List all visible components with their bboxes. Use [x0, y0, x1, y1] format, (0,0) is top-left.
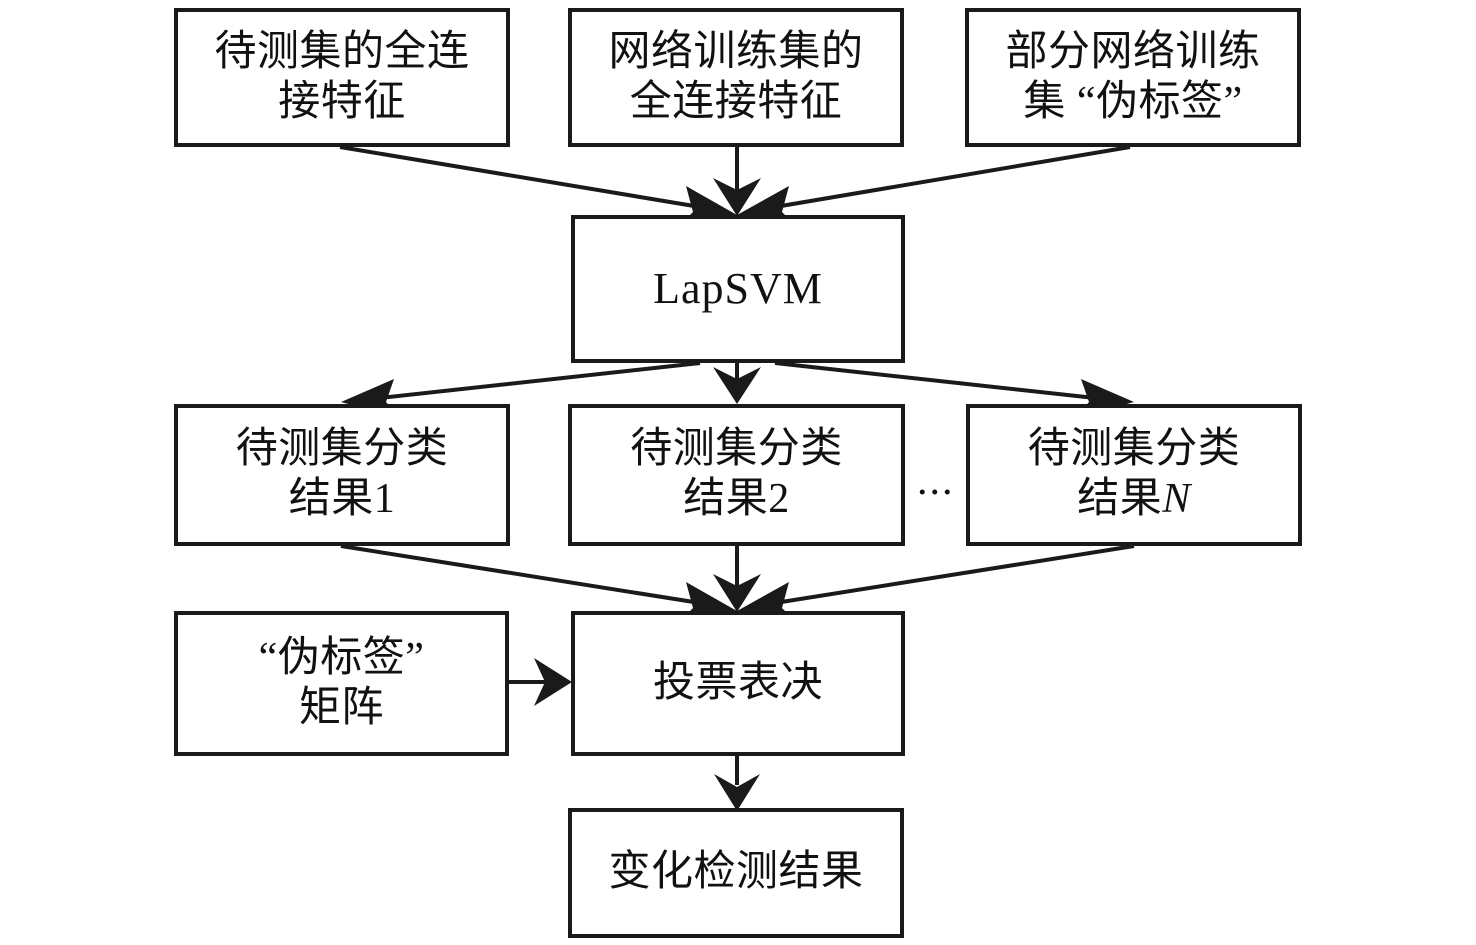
- node-pseudo-label-matrix[interactable]: “伪标签” 矩阵: [174, 611, 509, 756]
- node-label: 待测集的全连 接特征: [214, 28, 470, 125]
- node-label-line2-prefix: 结果: [1077, 476, 1163, 522]
- node-change-detection-result[interactable]: 变化检测结果: [568, 808, 904, 938]
- node-classification-result-2[interactable]: 待测集分类 结果2: [568, 404, 905, 546]
- node-classification-result-n[interactable]: 待测集分类结果N: [966, 404, 1302, 546]
- node-test-set-fc-features[interactable]: 待测集的全连 接特征: [174, 8, 510, 147]
- edge-result2-to-vote: [713, 546, 761, 612]
- node-label: 待测集分类 结果2: [630, 426, 843, 522]
- node-label: 待测集分类结果N: [1028, 425, 1241, 524]
- edge-lapsvm-to-result2: [713, 363, 761, 404]
- node-vote-decision[interactable]: 投票表决: [571, 611, 905, 756]
- node-partial-train-pseudo-labels[interactable]: 部分网络训练 集 “伪标签”: [965, 8, 1301, 147]
- ellipsis-between-results: ...: [915, 458, 957, 504]
- node-label-line1: 待测集分类: [1027, 426, 1241, 473]
- node-label-line2-italic: N: [1162, 476, 1191, 522]
- edge-train-fc-to-lapsvm: [713, 147, 761, 216]
- node-label: LapSVM: [653, 264, 823, 314]
- node-classification-result-1[interactable]: 待测集分类 结果1: [174, 404, 510, 546]
- node-label: 网络训练集的 全连接特征: [608, 28, 864, 125]
- node-label: 部分网络训练 集 “伪标签”: [1005, 28, 1261, 125]
- node-label: “伪标签” 矩阵: [258, 634, 425, 731]
- node-label: 变化检测结果: [608, 849, 864, 896]
- edge-vote-to-result: [714, 756, 760, 811]
- node-train-set-fc-features[interactable]: 网络训练集的 全连接特征: [568, 8, 904, 147]
- node-label: 投票表决: [652, 659, 823, 706]
- node-lapsvm[interactable]: LapSVM: [571, 215, 905, 363]
- node-label: 待测集分类 结果1: [235, 426, 449, 522]
- edge-pseudo-matrix-to-vote: [509, 658, 572, 706]
